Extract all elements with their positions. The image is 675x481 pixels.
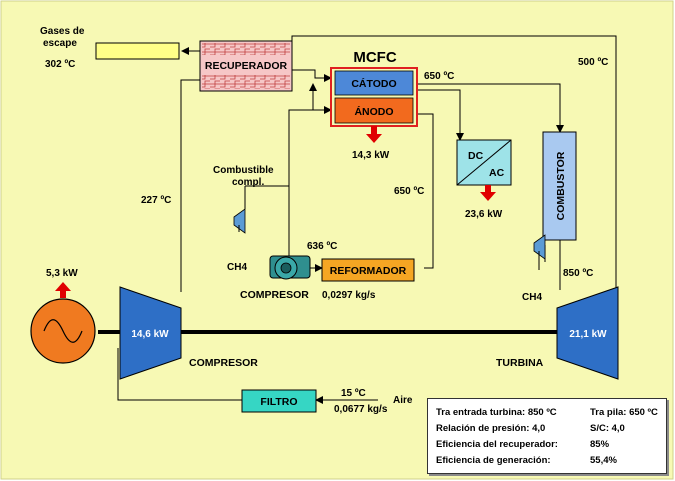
compressor-power: 14,6 kW <box>131 329 169 340</box>
param-turbine-inlet: Tra entrada turbina: 850 ºC <box>436 407 557 418</box>
exhaust-label-2: escape <box>43 38 77 49</box>
exhaust-temp: 302 ºC <box>45 59 75 70</box>
turbine-out-temp: 500 ºC <box>578 57 608 68</box>
filter-block <box>241 389 317 413</box>
turbine-in-temp: 850 ºC <box>563 268 593 279</box>
air-label: Aire <box>393 395 413 406</box>
fc-power-arrow <box>366 126 382 143</box>
inverter: DC AC <box>456 139 512 186</box>
ch4-compressor-right <box>533 234 546 260</box>
anode-label: ÁNODO <box>354 105 393 118</box>
reformer-in-temp: 636 ºC <box>307 241 337 252</box>
param-recuperator-eff: Eficiencia del recuperador: <box>436 439 558 450</box>
fuel-compressor-label: COMPRESOR <box>240 289 309 301</box>
turbine-label: TURBINA <box>496 357 544 369</box>
fuel-label-1: Combustible <box>213 165 274 176</box>
cathode-block <box>334 70 414 96</box>
ch4-right: CH4 <box>522 292 542 303</box>
mcfc-title: MCFC <box>353 49 396 66</box>
dc-label: DC <box>468 150 484 162</box>
anode-block <box>334 97 414 124</box>
compressor-label: COMPRESOR <box>189 357 258 369</box>
ch4-compressor-left <box>233 208 246 234</box>
generator-power-arrow <box>55 282 71 298</box>
exhaust-box <box>95 42 180 60</box>
generator <box>30 298 96 364</box>
piping <box>117 35 617 404</box>
compressor-out-temp: 227 ºC <box>141 195 171 206</box>
combustor-label: COMBUSTOR <box>555 151 567 220</box>
ch4-left: CH4 <box>227 262 247 273</box>
param-generation-eff: Eficiencia de generación: <box>436 455 551 466</box>
parameters-box: Tra entrada turbina: 850 ºC Tra pila: 65… <box>427 398 667 474</box>
combustor: COMBUSTOR <box>542 131 577 241</box>
reformer-label: REFORMADOR <box>330 265 407 277</box>
recuperator-label: RECUPERADOR <box>205 60 288 72</box>
param-stack-temp: Tra pila: 650 ºC <box>590 407 658 418</box>
air-flow: 0,0677 kg/s <box>334 404 388 415</box>
fuel-label-2: compl. <box>232 177 264 188</box>
turbine <box>556 286 619 380</box>
recuperator: RECUPERADOR <box>199 40 293 92</box>
inverter-power: 23,6 kW <box>465 209 503 220</box>
fuel-flow: 0,0297 kg/s <box>322 290 376 301</box>
cathode-label: CÁTODO <box>351 77 396 90</box>
mcfc-stack: MCFC CÁTODO ÁNODO <box>330 49 418 127</box>
turbine-power: 21,1 kW <box>569 329 607 340</box>
fc-temp: 650 ºC <box>424 71 454 82</box>
fuel-compressor <box>269 255 311 280</box>
param-generation-eff-value: 55,4% <box>590 455 617 466</box>
exhaust-label-1: Gases de <box>40 26 85 37</box>
filter-label: FILTRO <box>260 396 297 408</box>
compressor <box>119 286 182 380</box>
param-recuperator-eff-value: 85% <box>590 439 610 450</box>
generator-power: 5,3 kW <box>46 268 78 279</box>
param-pressure-ratio: Relación de presión: 4,0 <box>436 423 546 434</box>
param-sc: S/C: 4,0 <box>590 423 625 434</box>
ac-label: AC <box>489 167 505 179</box>
inverter-power-arrow <box>480 185 496 201</box>
air-temp: 15 ºC <box>341 388 366 399</box>
shaft <box>98 330 606 334</box>
reformer-block <box>321 258 415 282</box>
anode-out-temp: 650 ºC <box>394 186 424 197</box>
fc-power: 14,3 kW <box>352 150 390 161</box>
